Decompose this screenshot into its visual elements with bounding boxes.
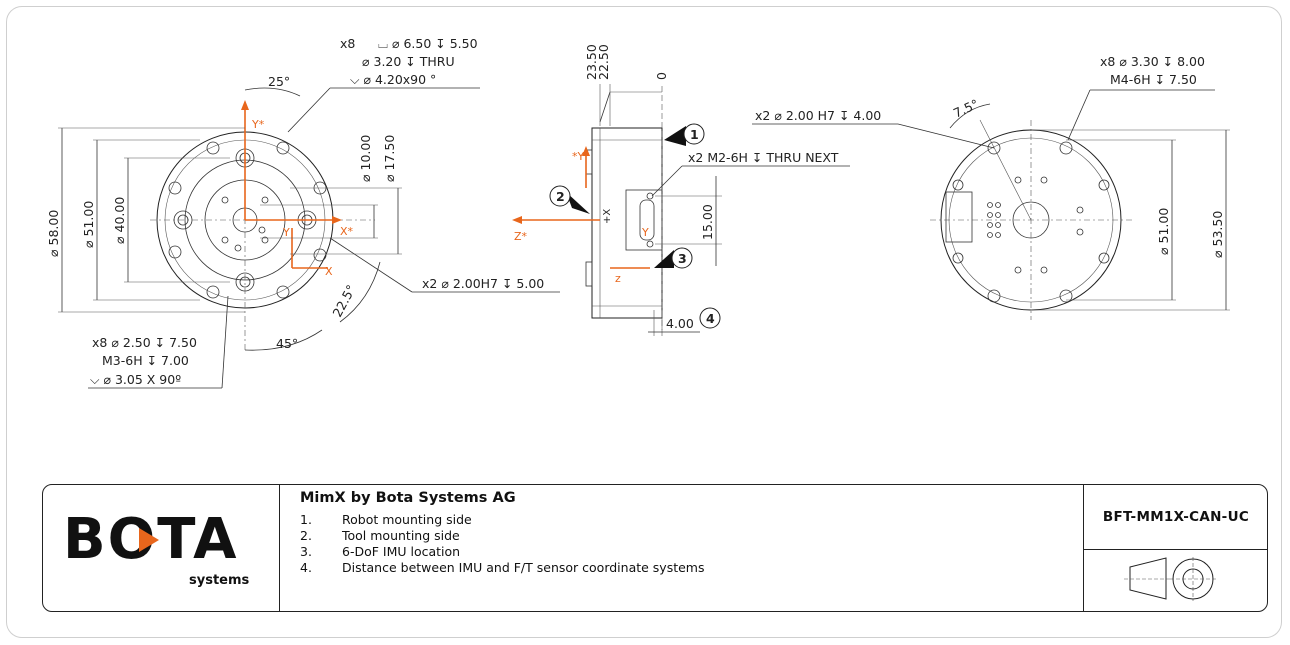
note-item: 2.Tool mounting side xyxy=(300,528,460,543)
front-pin-note: x2 ⌀ 2.00H7 ↧ 5.00 xyxy=(422,276,544,291)
bota-logo-subtitle: systems xyxy=(189,573,250,588)
back-angle-7-5: 7.5° xyxy=(951,96,981,121)
front-axis-small-y-label: Y xyxy=(282,226,290,239)
dim-bolt-circle-diameter: ⌀ 51.00 xyxy=(81,201,96,248)
back-dim-53-5: ⌀ 53.50 xyxy=(1210,211,1225,258)
dim-15-00: 15.00 xyxy=(700,204,715,240)
note-item: 4.Distance between IMU and F/T sensor co… xyxy=(300,560,705,575)
dim-inner-diameter: ⌀ 40.00 xyxy=(112,197,127,244)
title-block: BOTA systems MimX by Bota Systems AG 1.R… xyxy=(42,484,1268,612)
logo-cell: BOTA systems xyxy=(43,485,280,611)
side-axis-y: Y xyxy=(641,226,649,239)
back-pin-note: x2 ⌀ 2.00 H7 ↧ 4.00 xyxy=(755,108,881,123)
description-cell: MimX by Bota Systems AG 1.Robot mounting… xyxy=(279,485,1083,611)
third-angle-projection-icon xyxy=(1124,557,1216,601)
callout-1: 1 xyxy=(664,123,705,146)
svg-text:3: 3 xyxy=(678,251,687,266)
back-view: ⌀ 51.00 ⌀ 53.50 x2 ⌀ 2.00 H7 ↧ 4.00 x8 ⌀… xyxy=(752,54,1230,320)
callout-2: 2 xyxy=(549,185,590,214)
csk-note-line2: ⌀ 3.20 ↧ THRU xyxy=(362,54,455,69)
logo-play-icon xyxy=(139,528,159,552)
angle-25: 25° xyxy=(268,74,290,89)
callout-3: 3 xyxy=(654,247,693,269)
angle-45: 45° xyxy=(276,336,298,351)
back-connector xyxy=(945,191,973,243)
usb-c-port xyxy=(639,199,655,241)
front-axis-x-label: X* xyxy=(340,225,354,238)
side-axis-z: z xyxy=(615,272,621,285)
csk-note-line1b: ⌴ ⌀ 6.50 ↧ 5.50 xyxy=(378,36,478,51)
note-item: 1.Robot mounting side xyxy=(300,512,472,527)
dim-10-diameter: ⌀ 10.00 xyxy=(358,135,373,182)
connector-port xyxy=(625,189,663,251)
info-cell: BFT-MM1X-CAN-UC xyxy=(1083,485,1268,611)
sensor-body xyxy=(591,127,663,319)
csk-note-line3: ⌵ ⌀ 4.20x90 ° xyxy=(350,72,436,87)
notes-list: 1.Robot mounting side 2.Tool mounting si… xyxy=(300,512,705,576)
csk-note-line1a: x8 xyxy=(340,36,355,51)
side-thread-note: x2 M2-6H ↧ THRU NEXT xyxy=(688,150,839,165)
back-mounting-holes xyxy=(952,141,1110,303)
dim-4-00: 4.00 xyxy=(666,316,694,331)
callout-4: 4 xyxy=(699,307,721,329)
side-view: 23.50 22.50 0 15.00 4.00 Z* *Y +X z Y x2… xyxy=(512,44,850,336)
thread-note-line1: x8 ⌀ 2.50 ↧ 7.50 xyxy=(92,335,197,350)
dim-17-diameter: ⌀ 17.50 xyxy=(382,135,397,182)
front-axis-small-x-label: X xyxy=(325,265,333,278)
angle-22-5: 22.5° xyxy=(329,282,358,319)
back-hole-note-line2: M4-6H ↧ 7.50 xyxy=(1110,72,1197,87)
side-axis-y-star: *Y xyxy=(572,150,585,163)
note-item: 3.6-DoF IMU location xyxy=(300,544,461,559)
svg-text:1: 1 xyxy=(690,127,699,142)
back-dim-51: ⌀ 51.00 xyxy=(1156,208,1171,255)
projection-symbol-cell xyxy=(1084,549,1268,611)
back-hole-note-line1: x8 ⌀ 3.30 ↧ 8.00 xyxy=(1100,54,1205,69)
front-axis-y-label: Y* xyxy=(251,118,265,131)
thread-note-line3: ⌵ ⌀ 3.05 X 90º xyxy=(90,372,181,387)
dim-23-50: 23.50 xyxy=(584,44,599,80)
technical-drawing: Y* X* Y X ⌀ 58.00 ⌀ 51.00 ⌀ 40.00 ⌀ 10.0… xyxy=(46,36,1230,389)
front-view: Y* X* Y X ⌀ 58.00 ⌀ 51.00 ⌀ 40.00 ⌀ 10.0… xyxy=(46,36,560,389)
part-number: BFT-MM1X-CAN-UC xyxy=(1084,485,1268,550)
svg-text:2: 2 xyxy=(556,189,565,204)
product-title: MimX by Bota Systems AG xyxy=(300,490,516,506)
thread-note-line2: M3-6H ↧ 7.00 xyxy=(102,353,189,368)
drawing-sheet xyxy=(6,6,1282,638)
dim-22-50: 22.50 xyxy=(596,44,611,80)
side-axis-x-star: +X xyxy=(602,209,613,224)
side-axis-z-star: Z* xyxy=(514,230,528,243)
dim-outer-diameter: ⌀ 58.00 xyxy=(46,210,61,257)
dim-0: 0 xyxy=(654,72,669,80)
svg-text:4: 4 xyxy=(706,311,715,326)
